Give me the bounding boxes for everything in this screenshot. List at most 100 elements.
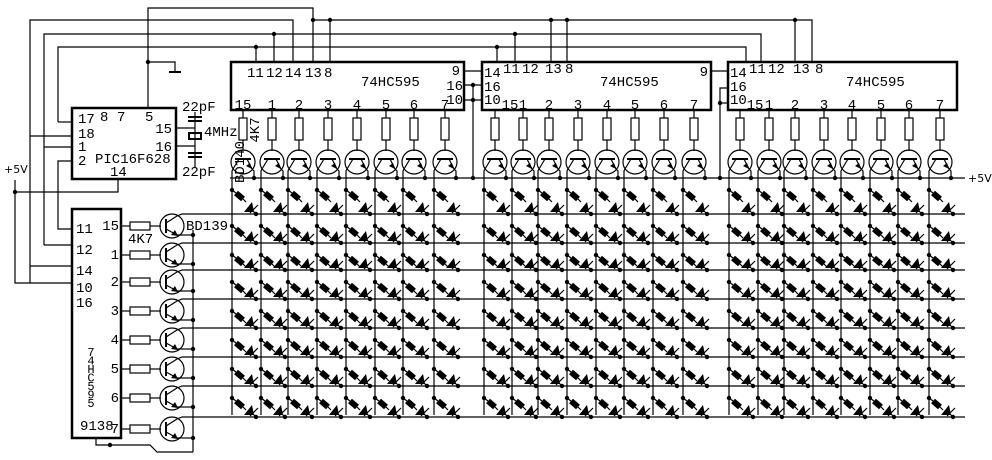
led-lead <box>577 406 582 411</box>
led-body <box>685 282 696 294</box>
led-lead <box>908 198 913 203</box>
column-resistor <box>735 117 745 141</box>
junction-dot <box>533 267 539 273</box>
led-lead <box>606 406 611 411</box>
led-icon <box>695 231 705 241</box>
junction-dot <box>704 296 710 302</box>
wire <box>165 358 178 367</box>
led-lead <box>287 225 293 230</box>
led-icon <box>550 316 560 326</box>
led-lead <box>908 319 913 324</box>
junction-dot <box>559 414 565 420</box>
led-body <box>786 340 797 352</box>
led-body <box>655 255 666 267</box>
mcu-pin-label: 7 <box>117 110 125 126</box>
led-cathode-bar <box>915 233 925 243</box>
led-lead <box>757 310 763 315</box>
mcu-pin-label: 14 <box>110 165 127 181</box>
junction-dot <box>674 354 680 360</box>
led-cathode-bar <box>501 318 511 328</box>
led-cathode-bar <box>249 376 259 386</box>
led-lead <box>287 310 293 315</box>
wire <box>748 168 752 178</box>
led-cathode-bar <box>501 260 511 270</box>
led-icon <box>941 202 951 212</box>
led-cathode-bar <box>529 376 539 386</box>
junction-dot <box>282 354 288 360</box>
junction-dot <box>367 296 373 302</box>
junction-dot <box>919 414 925 420</box>
led-body <box>786 282 797 294</box>
led-lead <box>577 377 582 382</box>
led-cathode-bar <box>392 407 402 417</box>
led-icon <box>910 374 920 384</box>
led-lead <box>880 290 885 295</box>
row-transistor-bd139 <box>159 385 185 411</box>
junction-dot <box>503 175 509 181</box>
led-icon <box>244 374 254 384</box>
led-icon <box>496 287 506 297</box>
row-resistor <box>129 364 151 374</box>
emitter-arrow-icon <box>827 163 833 169</box>
led-cathode-bar <box>801 376 811 386</box>
led-lead <box>823 377 828 382</box>
led-lead <box>768 319 773 324</box>
led-lead <box>794 290 799 295</box>
row-chip-name-letter: H <box>87 363 94 377</box>
led-cathode-bar <box>830 347 840 357</box>
junction-dot <box>588 267 594 273</box>
crystal-symbol <box>188 132 202 140</box>
led-lead <box>374 254 380 259</box>
junction-dot <box>834 296 840 302</box>
junction-dot <box>615 175 621 181</box>
led-lead <box>385 234 390 239</box>
led-icon <box>853 258 863 268</box>
junction-dot <box>338 414 344 420</box>
emitter-arrow-icon <box>171 286 178 292</box>
led-cathode-bar <box>334 318 344 328</box>
mcu-pin-label: 18 <box>78 127 95 143</box>
emitter-arrow-icon <box>498 163 504 169</box>
led-body <box>655 311 666 323</box>
led-cathode-bar <box>775 204 785 214</box>
chip-name: 74HC595 <box>600 75 659 91</box>
column-line <box>682 168 685 415</box>
led-lead <box>316 189 322 194</box>
led-cathode-bar <box>501 347 511 357</box>
junction-dot <box>338 240 344 246</box>
emitter-arrow-icon <box>884 163 890 169</box>
led-lead <box>939 377 944 382</box>
led-body <box>263 340 274 352</box>
led-lead <box>840 397 846 402</box>
led-lead <box>928 310 934 315</box>
led-cathode-bar <box>249 289 259 299</box>
led-body <box>319 311 330 323</box>
led-lead <box>327 377 332 382</box>
led-body <box>234 282 245 294</box>
led-body <box>486 190 497 202</box>
led-body <box>626 190 637 202</box>
led-lead <box>897 254 903 259</box>
led-body <box>405 369 416 381</box>
led-lead <box>374 225 380 230</box>
led-cathode-bar <box>641 407 651 417</box>
led-lead <box>939 406 944 411</box>
column-resistor <box>409 117 419 141</box>
led-lead <box>287 368 293 373</box>
led-icon <box>695 287 705 297</box>
led-lead <box>522 377 527 382</box>
led-body <box>514 255 525 267</box>
wire <box>567 158 575 170</box>
led-cathode-bar <box>529 204 539 214</box>
led-lead <box>402 368 408 373</box>
led-lead <box>897 225 903 230</box>
led-cathode-bar <box>305 289 315 299</box>
led-icon <box>415 287 425 297</box>
led-lead <box>652 368 658 373</box>
led-lead <box>739 234 744 239</box>
led-lead <box>595 254 601 259</box>
led-lead <box>374 189 380 194</box>
led-lead <box>652 339 658 344</box>
led-cathode-bar <box>946 376 956 386</box>
led-lead <box>939 198 944 203</box>
